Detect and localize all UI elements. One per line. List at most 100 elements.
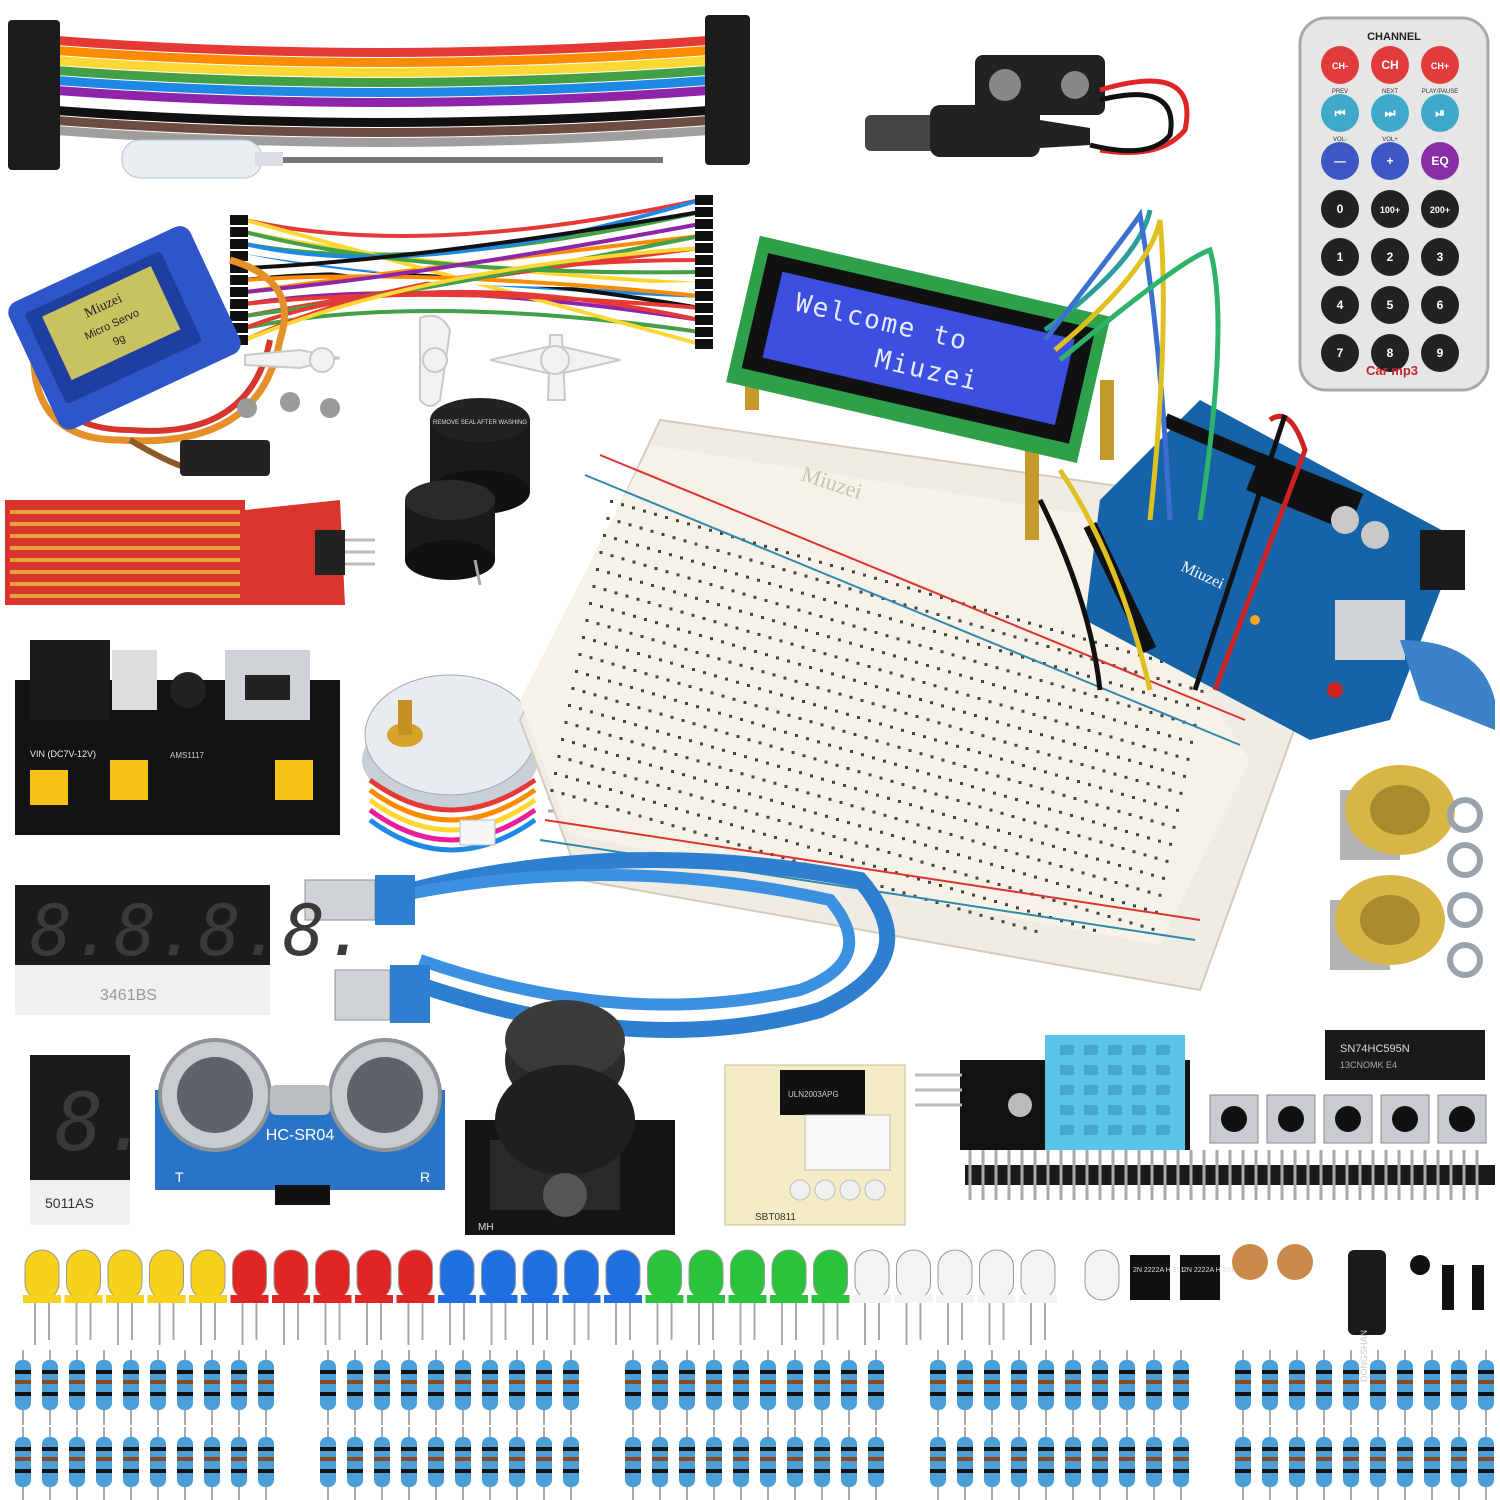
remote-button: 1 bbox=[1321, 238, 1359, 276]
battery-clip-9v bbox=[865, 55, 1190, 157]
svg-text:PLAY/PAUSE: PLAY/PAUSE bbox=[1422, 89, 1458, 95]
remote-button: ⏮ VOL- bbox=[1321, 94, 1359, 143]
capacitor-label: DONGSHAN bbox=[1359, 1330, 1369, 1382]
ultrasonic-t-label: T bbox=[175, 1169, 184, 1185]
dht11-sensor-module bbox=[915, 1035, 1190, 1150]
driver-code-2: SBT0811 bbox=[755, 1212, 796, 1223]
power-module-vin: VIN (DC7V-12V) bbox=[30, 749, 96, 759]
svg-text:PREV: PREV bbox=[1332, 89, 1348, 95]
svg-text:6: 6 bbox=[1437, 298, 1444, 312]
remote-button: 7 bbox=[1321, 334, 1359, 372]
remote-button: 100+ bbox=[1371, 190, 1409, 228]
svg-text:4: 4 bbox=[1337, 298, 1344, 312]
remote-header: CHANNEL bbox=[1367, 31, 1421, 43]
passive-buzzer bbox=[405, 480, 495, 586]
svg-text:CH: CH bbox=[1381, 58, 1398, 72]
electrolytic-capacitor: DONGSHAN bbox=[1348, 1250, 1386, 1382]
svg-text:1: 1 bbox=[1337, 250, 1344, 264]
jumper-wire-bundle bbox=[230, 195, 713, 349]
svg-text:100+: 100+ bbox=[1380, 205, 1400, 215]
svg-text:NEXT: NEXT bbox=[1382, 89, 1398, 95]
svg-text:0: 0 bbox=[1337, 202, 1344, 216]
nuts-washers bbox=[1447, 797, 1483, 978]
seven-segment-1digit: 8. 5011AS bbox=[30, 1055, 151, 1225]
svg-text:⏮: ⏮ bbox=[1335, 106, 1346, 120]
breadboard-with-arduino: Miuzei Miuzei Welcome to bbox=[518, 208, 1495, 992]
pin-header-strip bbox=[965, 1150, 1495, 1200]
remote-button: 0 bbox=[1321, 190, 1359, 228]
push-buttons bbox=[1209, 1094, 1487, 1144]
shift-register-code: 13CNOMK E4 bbox=[1340, 1060, 1397, 1070]
usb-b-connector bbox=[334, 965, 430, 1023]
joystick-mark: MH bbox=[478, 1222, 494, 1233]
screws bbox=[237, 392, 340, 418]
servo-spec: 9g bbox=[111, 332, 127, 348]
seven-seg-1-digit: 8. bbox=[55, 1076, 151, 1169]
seven-segment-4digit: 8.8.8.8. 3461BS bbox=[15, 885, 367, 1015]
svg-text:CH+: CH+ bbox=[1431, 61, 1449, 71]
remote-button: 6 bbox=[1421, 286, 1459, 324]
stepper-driver-uln2003: ULN2003APG SBT0811 bbox=[724, 1064, 906, 1226]
remote-button: CH- PREV bbox=[1321, 46, 1359, 95]
svg-text:⏭: ⏭ bbox=[1385, 106, 1396, 120]
stepper-motor bbox=[362, 674, 538, 853]
remote-button: 4 bbox=[1321, 286, 1359, 324]
remote-button: + bbox=[1371, 142, 1409, 180]
svg-text:9: 9 bbox=[1437, 346, 1444, 360]
svg-text:7: 7 bbox=[1337, 346, 1344, 360]
remote-button: 9 bbox=[1421, 334, 1459, 372]
breadboard-jumper-wires bbox=[1037, 208, 1308, 691]
remote-button: ⏯ bbox=[1421, 94, 1459, 132]
transistors: 2N 2222A H 331 2N 2222A H 331 bbox=[1130, 1255, 1234, 1300]
remote-button: — bbox=[1321, 142, 1359, 180]
joystick-module: MH bbox=[465, 1000, 675, 1235]
remote-button: CH+ PLAY/PAUSE bbox=[1421, 46, 1459, 95]
screwdriver bbox=[121, 139, 663, 179]
svg-text:VOL-: VOL- bbox=[1333, 137, 1347, 143]
ultrasonic-model: HC-SR04 bbox=[266, 1127, 335, 1144]
resistor-groups bbox=[15, 1350, 1494, 1500]
remote-button: 5 bbox=[1371, 286, 1409, 324]
potentiometers bbox=[1330, 765, 1455, 970]
breadboard-power-module: VIN (DC7V-12V) AMS1117 bbox=[15, 640, 340, 835]
svg-text:5: 5 bbox=[1387, 298, 1394, 312]
svg-text:—: — bbox=[1334, 154, 1346, 168]
svg-text:2: 2 bbox=[1387, 250, 1394, 264]
remote-button: ⏭ VOL+ bbox=[1371, 94, 1409, 143]
photoresistors bbox=[1232, 1244, 1313, 1280]
remote-button: 2 bbox=[1371, 238, 1409, 276]
seven-seg-4-part: 3461BS bbox=[100, 987, 157, 1004]
remote-button: 200+ bbox=[1421, 190, 1459, 228]
remote-button: 3 bbox=[1421, 238, 1459, 276]
led-rows bbox=[23, 1249, 1120, 1345]
seven-seg-4-digits: 8.8.8.8. bbox=[30, 890, 367, 972]
remote-button: CH NEXT bbox=[1371, 46, 1409, 95]
svg-text:200+: 200+ bbox=[1430, 205, 1450, 215]
svg-text:+: + bbox=[1386, 154, 1393, 168]
remote-brand: Car mp3 bbox=[1366, 363, 1418, 378]
usb-a-connector bbox=[304, 875, 415, 925]
remote-button-grid: CH- PREV CH NEXT CH+ PLAY/PAUSE ⏮ VOL- ⏭ VOL+ ⏯ — + E… bbox=[1321, 46, 1459, 372]
svg-text:EQ: EQ bbox=[1431, 154, 1448, 168]
svg-text:CH-: CH- bbox=[1332, 61, 1348, 71]
remote-button: 8 bbox=[1371, 334, 1409, 372]
shift-register-74hc595: SN74HC595N 13CNOMK E4 bbox=[1325, 1030, 1485, 1080]
ultrasonic-r-label: R bbox=[420, 1169, 430, 1185]
svg-text:⏯: ⏯ bbox=[1435, 106, 1445, 120]
lcd-1602-module: Welcome to Miuzei bbox=[726, 235, 1114, 540]
driver-chip: ULN2003APG bbox=[788, 1090, 839, 1099]
shift-register-chip: SN74HC595N bbox=[1340, 1043, 1410, 1055]
transistor-1-label: 2N 2222A H 331 bbox=[1133, 1267, 1184, 1274]
micro-servo: Miuzei Micro Servo 9g bbox=[8, 226, 288, 476]
buzzer-sticker: REMOVE SEAL AFTER WASHING bbox=[433, 420, 527, 426]
ultrasonic-sensor-hc-sr04: HC-SR04 T R bbox=[155, 1038, 445, 1205]
seven-seg-1-part: 5011AS bbox=[45, 1195, 94, 1211]
svg-text:8: 8 bbox=[1387, 346, 1394, 360]
svg-text:VOL+: VOL+ bbox=[1382, 137, 1398, 143]
ir-remote: CHANNEL CH- PREV CH NEXT CH+ PLAY/PAUSE ⏮ VOL- ⏭… bbox=[1298, 16, 1490, 392]
servo-horns bbox=[244, 314, 621, 407]
dupont-ribbon-cable bbox=[8, 15, 750, 170]
diodes bbox=[1410, 1255, 1484, 1310]
transistor-2-label: 2N 2222A H 331 bbox=[1183, 1267, 1234, 1274]
